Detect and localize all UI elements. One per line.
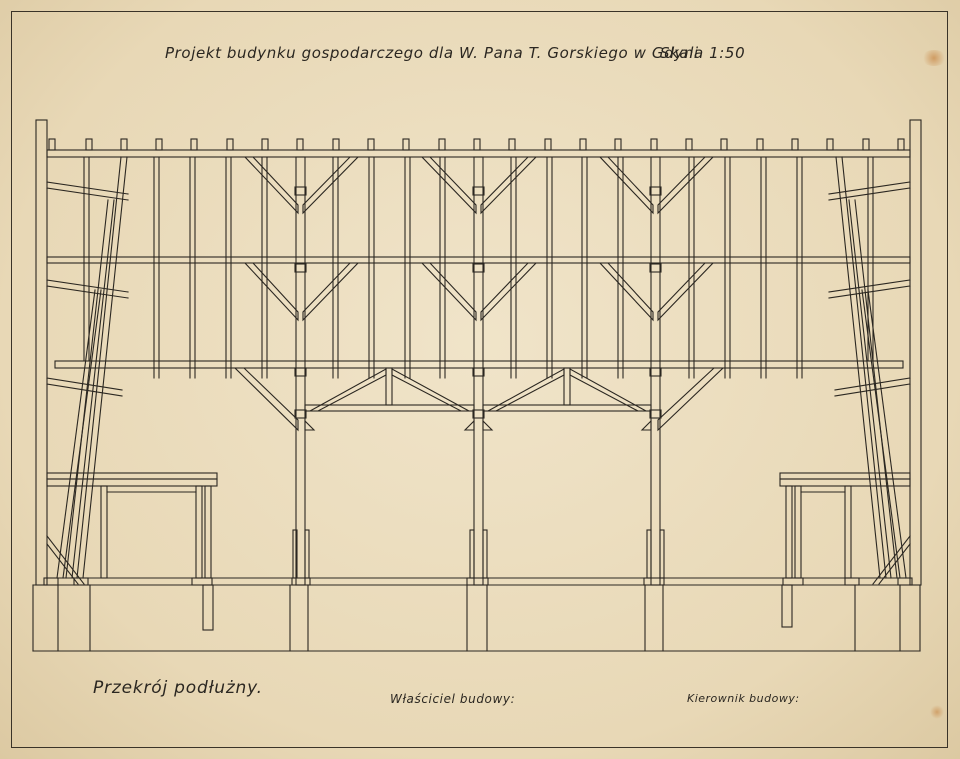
sheet-border-frame [11, 11, 948, 748]
foundation [32, 584, 921, 652]
left-raking-struts [46, 156, 129, 585]
sill-blocks [43, 577, 913, 586]
main-posts [291, 156, 665, 586]
lower-braces [233, 367, 725, 432]
end-posts [35, 119, 922, 586]
section-label: Przekrój podłużny. [93, 678, 263, 698]
rafter-ends [48, 138, 905, 151]
site-manager-signature-label: Kierownik budowy: [687, 692, 800, 705]
tie-beams-and-trusses [304, 367, 652, 431]
right-platform [779, 472, 911, 579]
left-platform [46, 472, 218, 579]
scale-label: Skala 1:50 [660, 44, 746, 62]
drawing-title: Projekt budynku gospodarczego dla W. Pan… [165, 44, 699, 62]
horizontal-beams [46, 256, 911, 369]
studs [83, 156, 874, 379]
stain-top-right [921, 50, 947, 66]
stain-bottom-right [930, 705, 944, 719]
owner-signature-label: Właściciel budowy: [390, 692, 516, 706]
upper-braces [243, 156, 715, 215]
top-plate [46, 149, 911, 158]
right-raking-struts [828, 156, 911, 585]
middle-braces [243, 262, 715, 322]
